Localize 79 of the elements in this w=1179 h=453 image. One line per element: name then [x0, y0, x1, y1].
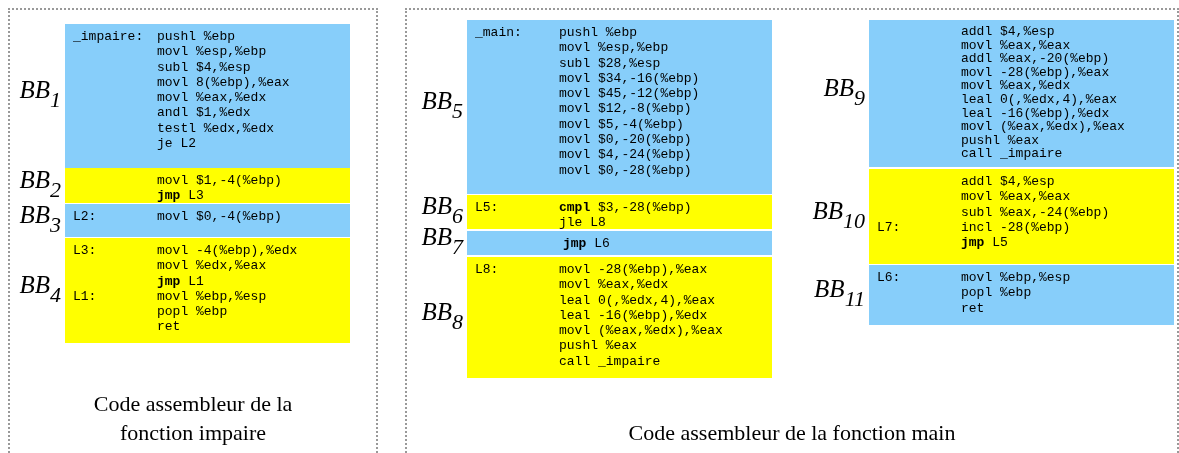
- code-line: pushl %ebp: [559, 25, 637, 41]
- code-line: subl $28,%esp: [559, 55, 661, 71]
- code-line: incl -28(%ebp): [961, 219, 1071, 236]
- code-block: [467, 231, 772, 255]
- code-line: movl %edx,%eax: [157, 258, 267, 274]
- code-line: movl $0,-28(%ebp): [559, 162, 692, 178]
- code-block: [869, 20, 1174, 167]
- code-line: leal -16(%ebp),%edx: [961, 106, 1110, 121]
- code-line: movl $0,-20(%ebp): [559, 132, 692, 148]
- code-line: pushl %ebp: [157, 29, 235, 45]
- code-line: subl $4,%esp: [157, 59, 251, 75]
- code-label: L5:: [475, 200, 499, 216]
- code-line: pushl %eax: [559, 338, 637, 354]
- code-block: [467, 195, 772, 229]
- code-line: leal 0(,%edx,4),%eax: [559, 292, 716, 308]
- code-line: movl $45,-12(%ebp): [559, 86, 700, 102]
- code-line: movl (%eax,%edx),%eax: [961, 120, 1125, 134]
- code-block: [65, 24, 350, 168]
- code-label: L2:: [73, 209, 97, 225]
- code-line: movl %eax,%edx: [157, 90, 267, 106]
- code-line: movl $1,-4(%ebp): [157, 173, 282, 189]
- code-line: je L2: [157, 136, 196, 152]
- dotted-frame: [8, 8, 378, 453]
- code-line: movl $12,-8(%ebp): [559, 101, 692, 117]
- code-line: ret: [157, 319, 181, 335]
- code-line: movl %eax,%eax: [961, 189, 1071, 205]
- code-line: popl %ebp: [961, 285, 1032, 301]
- code-line: movl %esp,%ebp: [157, 44, 267, 60]
- code-line: jmp L3: [157, 188, 204, 204]
- code-line: movl -28(%ebp),%eax: [559, 262, 708, 278]
- code-line: movl %eax,%edx: [961, 79, 1071, 93]
- code-line: call _impaire: [961, 147, 1063, 161]
- code-label: L1:: [73, 288, 97, 305]
- code-line: leal -16(%ebp),%edx: [559, 307, 708, 324]
- code-label: L7:: [877, 219, 901, 236]
- code-line: andl $1,%edx: [157, 105, 251, 121]
- code-line: pushl %eax: [961, 133, 1039, 148]
- code-line: movl %eax,%edx: [559, 277, 669, 293]
- code-line: movl $4,-24(%ebp): [559, 147, 692, 163]
- code-line: movl $5,-4(%ebp): [559, 116, 684, 133]
- code-line: ret: [961, 300, 985, 316]
- code-line: movl %ebp,%esp: [157, 288, 267, 305]
- code-label: L8:: [475, 262, 499, 278]
- code-line: jmp L5: [961, 235, 1008, 251]
- code-block: [467, 257, 772, 378]
- code-line: movl $0,-4(%ebp): [157, 209, 282, 225]
- panel-title: Code assembleur de la fonction main: [628, 419, 956, 447]
- code-line: movl -4(%ebp),%edx: [157, 243, 298, 259]
- code-line: cmpl $3,-28(%ebp): [559, 200, 692, 216]
- code-line: movl 8(%ebp),%eax: [157, 74, 290, 91]
- code-line: movl $34,-16(%ebp): [559, 70, 700, 87]
- code-block: [467, 20, 772, 194]
- code-block: [65, 238, 350, 343]
- code-line: call _impaire: [559, 353, 661, 370]
- code-line: addl $4,%esp: [961, 174, 1055, 190]
- code-line: jmp L6: [563, 236, 610, 252]
- code-block: [869, 169, 1174, 264]
- code-block: [869, 265, 1174, 325]
- panel-title: Code assembleur de la fonction impaire: [92, 390, 294, 447]
- code-label: _impaire:: [73, 29, 144, 45]
- code-line: jmp L1: [157, 273, 204, 289]
- code-label: L6:: [877, 270, 901, 286]
- code-label: _main:: [475, 25, 522, 41]
- code-block: [65, 168, 350, 203]
- dotted-frame: [405, 8, 1179, 453]
- code-line: movl (%eax,%edx),%eax: [559, 323, 723, 339]
- code-line: jle L8: [559, 215, 606, 231]
- code-line: movl %eax,%eax: [961, 38, 1071, 53]
- code-line: addl $4,%esp: [961, 25, 1055, 39]
- code-line: movl %ebp,%esp: [961, 270, 1071, 286]
- code-line: movl %esp,%ebp: [559, 40, 669, 56]
- code-line: leal 0(,%edx,4),%eax: [961, 92, 1118, 107]
- code-line: movl -28(%ebp),%eax: [961, 65, 1110, 80]
- code-line: popl %ebp: [157, 304, 228, 320]
- code-block: [65, 204, 350, 237]
- code-line: subl %eax,-24(%ebp): [961, 204, 1110, 220]
- code-label: L3:: [73, 243, 97, 259]
- code-line: addl %eax,-20(%ebp): [961, 52, 1110, 66]
- code-line: testl %edx,%edx: [157, 120, 275, 137]
